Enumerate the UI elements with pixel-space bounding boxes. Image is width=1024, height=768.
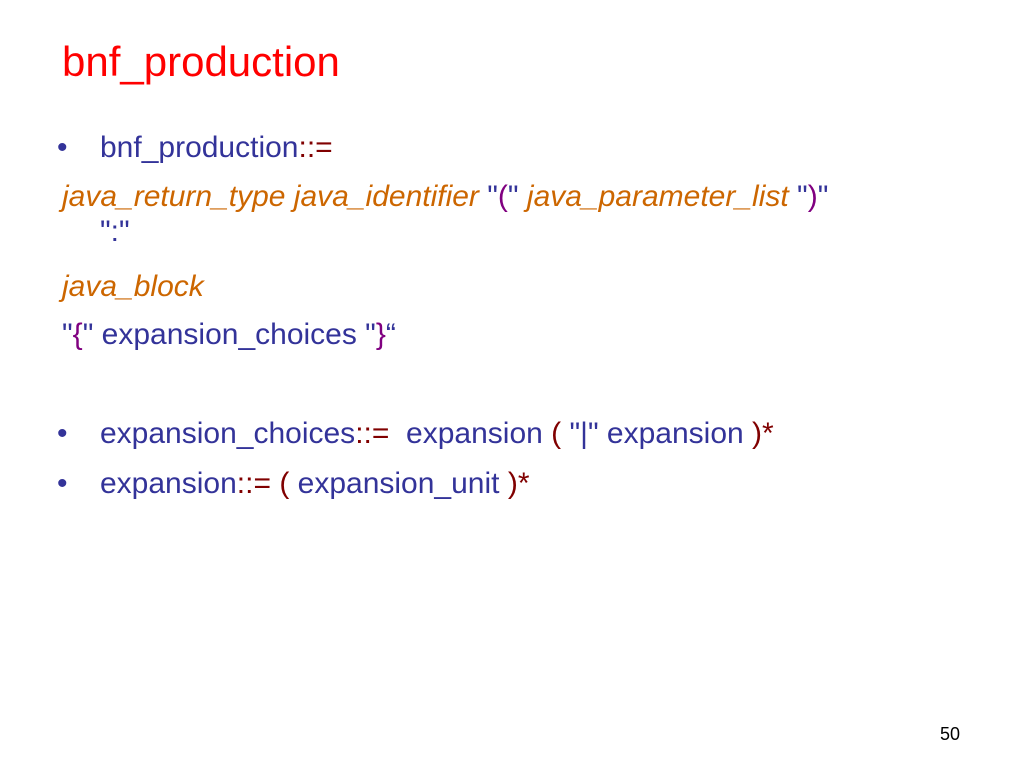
slide-title: bnf_production: [62, 38, 340, 85]
text-segment: expansion_unit: [297, 467, 508, 500]
text-segment: “: [385, 318, 396, 351]
bullet-icon: •: [57, 417, 68, 450]
bnf-line: • expansion::= ( expansion_unit )*: [57, 466, 530, 502]
bnf-line: java_block: [62, 269, 204, 305]
text-segment: bnf_production: [100, 131, 299, 164]
text-segment: ): [807, 180, 818, 213]
text-segment: expansion_choices: [100, 417, 356, 450]
bullet-icon: •: [57, 131, 68, 164]
text-segment: ":": [100, 215, 130, 248]
bnf-line: • expansion_choices::= expansion ( "|" ex…: [57, 416, 774, 452]
text-segment: )*: [507, 467, 530, 500]
bnf-line: ":": [100, 214, 130, 250]
text-segment: ": [487, 180, 498, 213]
text-segment: (: [551, 417, 570, 450]
text-segment: ::=: [298, 131, 333, 164]
text-segment: java_block: [62, 270, 204, 303]
bnf-line: java_return_type java_identifier "(" jav…: [62, 179, 828, 215]
text-segment: expansion: [389, 417, 552, 450]
text-segment: expansion: [100, 467, 237, 500]
text-segment: "|" expansion: [569, 417, 753, 450]
text-segment: java_parameter_list: [526, 180, 798, 213]
text-segment: (: [279, 467, 298, 500]
text-segment: java_return_type java_identifier: [62, 180, 488, 213]
bullet-icon: •: [57, 467, 68, 500]
text-segment: ": [62, 318, 73, 351]
text-segment: (: [497, 180, 508, 213]
text-segment: " expansion_choices ": [82, 318, 376, 351]
text-segment: {: [72, 318, 83, 351]
text-segment: ": [507, 180, 527, 213]
bnf-line: "{" expansion_choices "}“: [62, 317, 396, 353]
page-number: 50: [940, 724, 961, 744]
text-segment: }: [375, 318, 386, 351]
text-segment: ": [797, 180, 808, 213]
bnf-line: • bnf_production::=: [57, 130, 333, 166]
text-segment: ": [817, 180, 829, 213]
text-segment: ::=: [236, 467, 271, 500]
text-segment: )*: [752, 417, 774, 450]
text-segment: ::=: [355, 417, 390, 450]
